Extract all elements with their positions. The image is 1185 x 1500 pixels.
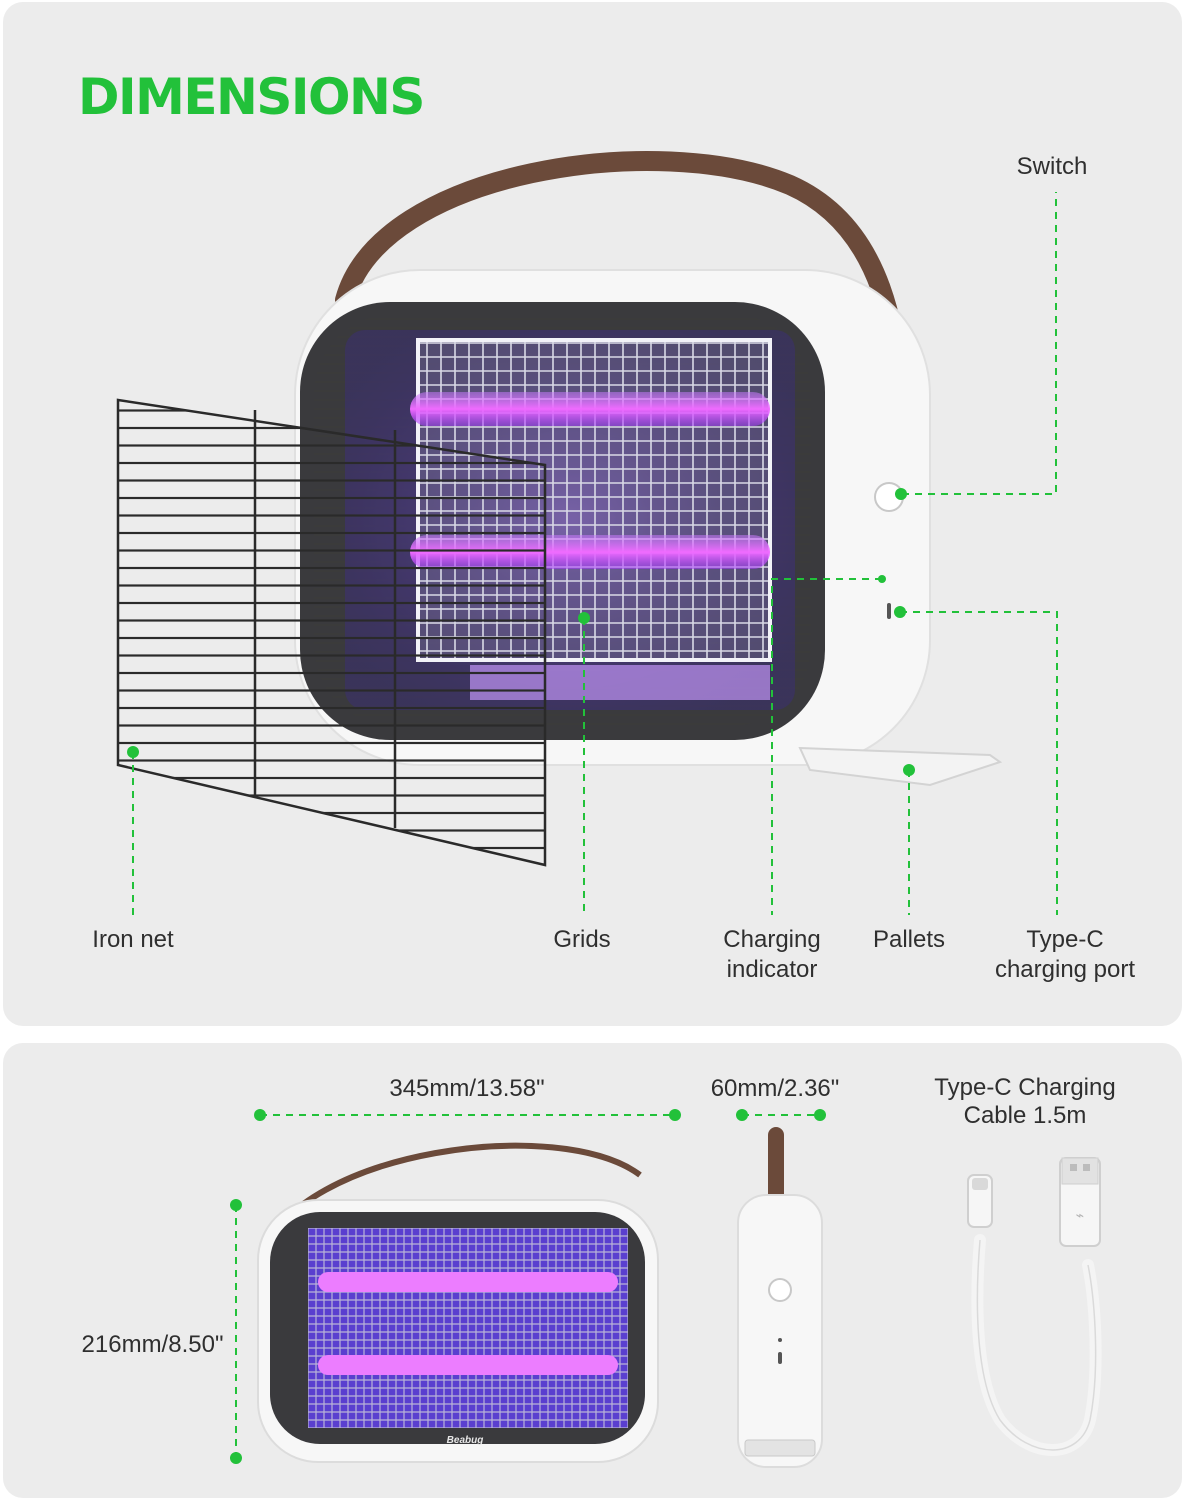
side-view-device (737, 1127, 823, 1468)
dimension-width: 345mm/13.58" (389, 1075, 545, 1102)
label-cable: Type-C Charging Cable 1.5m (934, 1074, 1116, 1129)
page-title: DIMENSIONS (78, 68, 425, 126)
label-switch: Switch (1016, 153, 1088, 180)
indicator-callout (771, 578, 882, 915)
pallet-tray (798, 746, 1003, 787)
type-c-port (887, 603, 891, 619)
callout-dots (127, 488, 915, 776)
dimension-height: 216mm/8.50" (81, 1331, 224, 1358)
label-grids: Grids (553, 926, 611, 953)
usb-cable: ⌁ (967, 1157, 1102, 1456)
front-view-device: Beabug (257, 1142, 659, 1463)
label-charging-indicator: Charging indicator (723, 926, 821, 983)
side-switch (768, 1278, 792, 1302)
iron-net-panel (116, 398, 547, 867)
switch-callout (902, 192, 1057, 495)
port-callout (900, 611, 1058, 915)
svg-text:⌁: ⌁ (1076, 1207, 1084, 1223)
label-iron-net: Iron net (92, 926, 174, 953)
brand-logo: Beabug (447, 1435, 484, 1446)
label-pallets: Pallets (872, 926, 946, 953)
dimension-dots (230, 1109, 826, 1464)
uv-tube-top (410, 392, 770, 426)
dimension-depth: 60mm/2.36" (710, 1075, 840, 1102)
callout-lines (132, 192, 1058, 915)
label-type-c-port: Type-C charging port (994, 926, 1136, 983)
dimension-lines (235, 1114, 820, 1458)
